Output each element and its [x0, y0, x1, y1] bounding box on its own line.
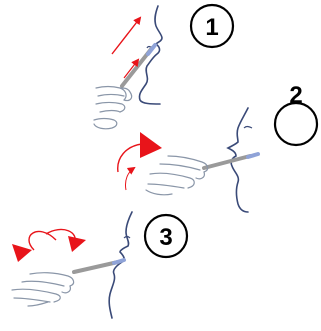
- step-3-rotate-arrowhead-left: [12, 244, 32, 262]
- step-3-number: 3: [159, 224, 172, 251]
- step-1-swab-tip: [146, 43, 157, 56]
- step-3-group: 3: [11, 211, 189, 319]
- step-2-hand: [145, 155, 209, 196]
- step-3-hand: [11, 272, 75, 307]
- step-3-number-circle: [143, 213, 189, 259]
- step-3-swab-stick: [72, 260, 120, 274]
- step-2-group: 2: [117, 82, 319, 213]
- step-1-number-circle: [189, 3, 235, 49]
- step-1-face-profile: [138, 5, 163, 105]
- step-3-rotate-arrowhead-right: [68, 236, 86, 252]
- step-2-eye: [243, 125, 253, 129]
- step-2-rotate-arrowhead: [140, 132, 162, 158]
- step-2-rotate-arrow-lower: [125, 166, 136, 191]
- step-1-group: 1: [93, 3, 235, 130]
- step-1-arrow-small: [123, 58, 140, 79]
- step-3-eye: [123, 235, 131, 239]
- step-3-rotate-arrow-left: [28, 230, 57, 251]
- step-1-number: 1: [205, 14, 218, 41]
- step-1-arrow-up: [111, 16, 142, 55]
- step-2-face-profile: [226, 107, 249, 213]
- step-2-number-circle: [273, 101, 319, 147]
- step-1-hand: [93, 85, 133, 130]
- step-3-swab-tip: [112, 258, 126, 265]
- step-3-face-profile: [108, 211, 133, 319]
- step-2-rotate-arrow: [117, 143, 143, 173]
- step-2-number: 2: [289, 82, 302, 109]
- step-2-swab-tip: [246, 152, 260, 159]
- step-2-swab-stick: [202, 154, 252, 170]
